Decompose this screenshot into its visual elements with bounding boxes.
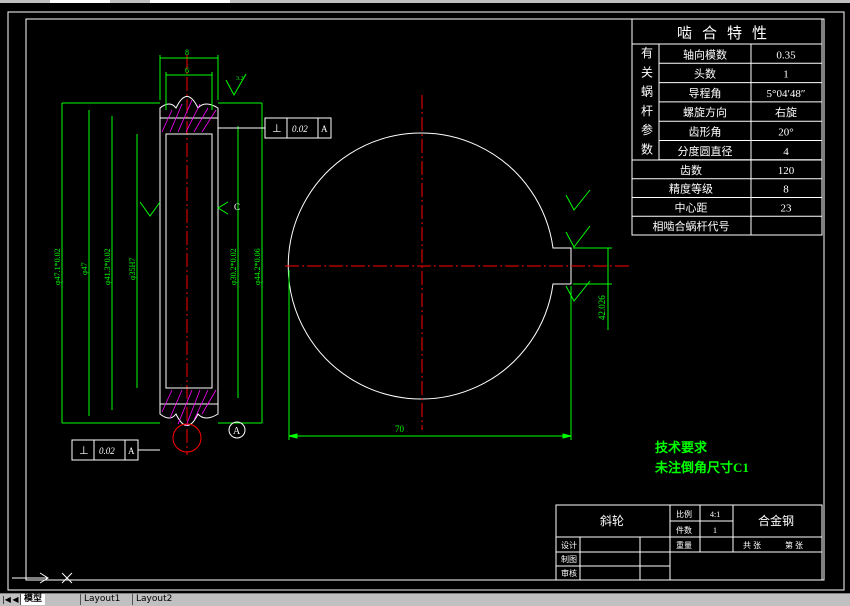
outer-frame: [7, 11, 845, 591]
table-row-value: 120: [778, 165, 795, 177]
sheets-total: 共 张: [743, 541, 761, 550]
group-label-char: 参: [641, 122, 653, 137]
dim-413: φ41.3*0.02: [103, 248, 112, 285]
table-row-value: 右旋: [775, 105, 797, 119]
title-block-text: 斜轮 比例 4:1 件数 1 重量 合金钢 共 张 第 张 设计 制图 审核: [561, 509, 803, 578]
dim-key: 42.026: [597, 295, 607, 320]
notes-title: 技术要求: [655, 440, 708, 455]
group-label-char: 杆: [641, 104, 653, 118]
count-value: 1: [713, 526, 717, 535]
group-label-char: 关: [641, 65, 653, 79]
scale-label: 比例: [676, 509, 692, 519]
rough-c: C: [234, 202, 240, 212]
dim-70: 70: [395, 424, 405, 434]
designer-label: 设计: [561, 540, 577, 550]
sheet-no: 第 张: [785, 540, 803, 550]
group-label-char: 数: [641, 142, 653, 157]
tolerance-frame-1: [218, 117, 332, 139]
dim-outer: φ47.1*0.02: [53, 248, 62, 285]
tol2-ref: A: [128, 446, 135, 456]
table-row-label: 轴向模数: [683, 47, 727, 61]
table-row-label: 头数: [694, 68, 716, 81]
group-label-char: 有: [641, 46, 653, 60]
strip-segment: [50, 0, 110, 3]
datum-a: A: [233, 426, 241, 437]
dim-bore: φ35H7: [128, 258, 137, 280]
layout-tab-bar: |◀ ◀ 模型 Layout1 Layout2: [0, 593, 850, 606]
dim-width-6: 6: [185, 66, 189, 75]
tol1-symbol: ⊥: [272, 123, 282, 135]
tolerance-frame-2: [71, 439, 160, 461]
scale-value: 4:1: [710, 510, 720, 519]
drawer-label: 制图: [561, 554, 577, 564]
group-label-char: 蜗: [641, 84, 653, 99]
tol1-value: 0.02: [292, 124, 308, 134]
table-row-label: 导程角: [689, 87, 722, 100]
table-row-value: 1: [783, 69, 789, 81]
tab-model[interactable]: 模型: [20, 594, 46, 605]
tab-layout2[interactable]: Layout2: [132, 594, 175, 605]
title-block: [555, 504, 823, 581]
strip-segment: [150, 0, 230, 3]
table-row-label: 精度等级: [669, 182, 713, 196]
dim-30: φ30.2*0.02: [229, 248, 238, 285]
table-row-label: 齿数: [680, 164, 702, 177]
table-row-label: 相啮合蜗杆代号: [653, 219, 730, 233]
tab-layout1[interactable]: Layout1: [80, 594, 123, 605]
part-name: 斜轮: [600, 514, 624, 528]
tol2-value: 0.02: [99, 446, 115, 456]
table-row-label: 中心距: [675, 201, 708, 214]
checker-label: 审核: [561, 568, 577, 578]
table-row-label: 螺旋方向: [683, 105, 727, 119]
inner-frame: [25, 18, 825, 581]
dim-44: φ44.2*0.06: [253, 248, 262, 285]
section-view: 8 6 φ47.1*0.02 φ47 φ41.3*0.02 φ35H7 φ30.…: [53, 48, 332, 461]
dim-47: φ47: [80, 262, 89, 275]
front-view: 70 42.026: [285, 95, 632, 440]
dim-width-8: 8: [185, 48, 189, 57]
tab-first-icon[interactable]: |◀: [2, 595, 11, 604]
table-row-value: 20°: [778, 127, 793, 139]
window-top-strip: [0, 0, 850, 3]
count-label: 件数: [676, 525, 692, 535]
table-row-label: 分度圆直径: [678, 144, 733, 158]
table-row-value: 4: [783, 146, 789, 158]
table-row-value: 23: [781, 202, 793, 214]
table-row-label: 齿形角: [689, 126, 722, 139]
weight-label: 重量: [676, 540, 692, 550]
table-row-value: 0.35: [776, 49, 796, 61]
table-row-value: 5°04′48″: [767, 88, 806, 100]
table-title: 啮合特性: [677, 25, 777, 42]
rough-1: 3.2: [236, 76, 244, 82]
datum-circle: [228, 421, 246, 439]
notes-line1: 未注倒角尺寸C1: [654, 460, 749, 475]
material: 合金钢: [758, 513, 794, 528]
ucs-icon: [12, 572, 73, 584]
tab-prev-icon[interactable]: ◀: [12, 595, 19, 604]
tol1-ref: A: [321, 124, 328, 134]
tol2-symbol: ⊥: [79, 445, 89, 457]
table-row-value: 8: [783, 184, 789, 196]
